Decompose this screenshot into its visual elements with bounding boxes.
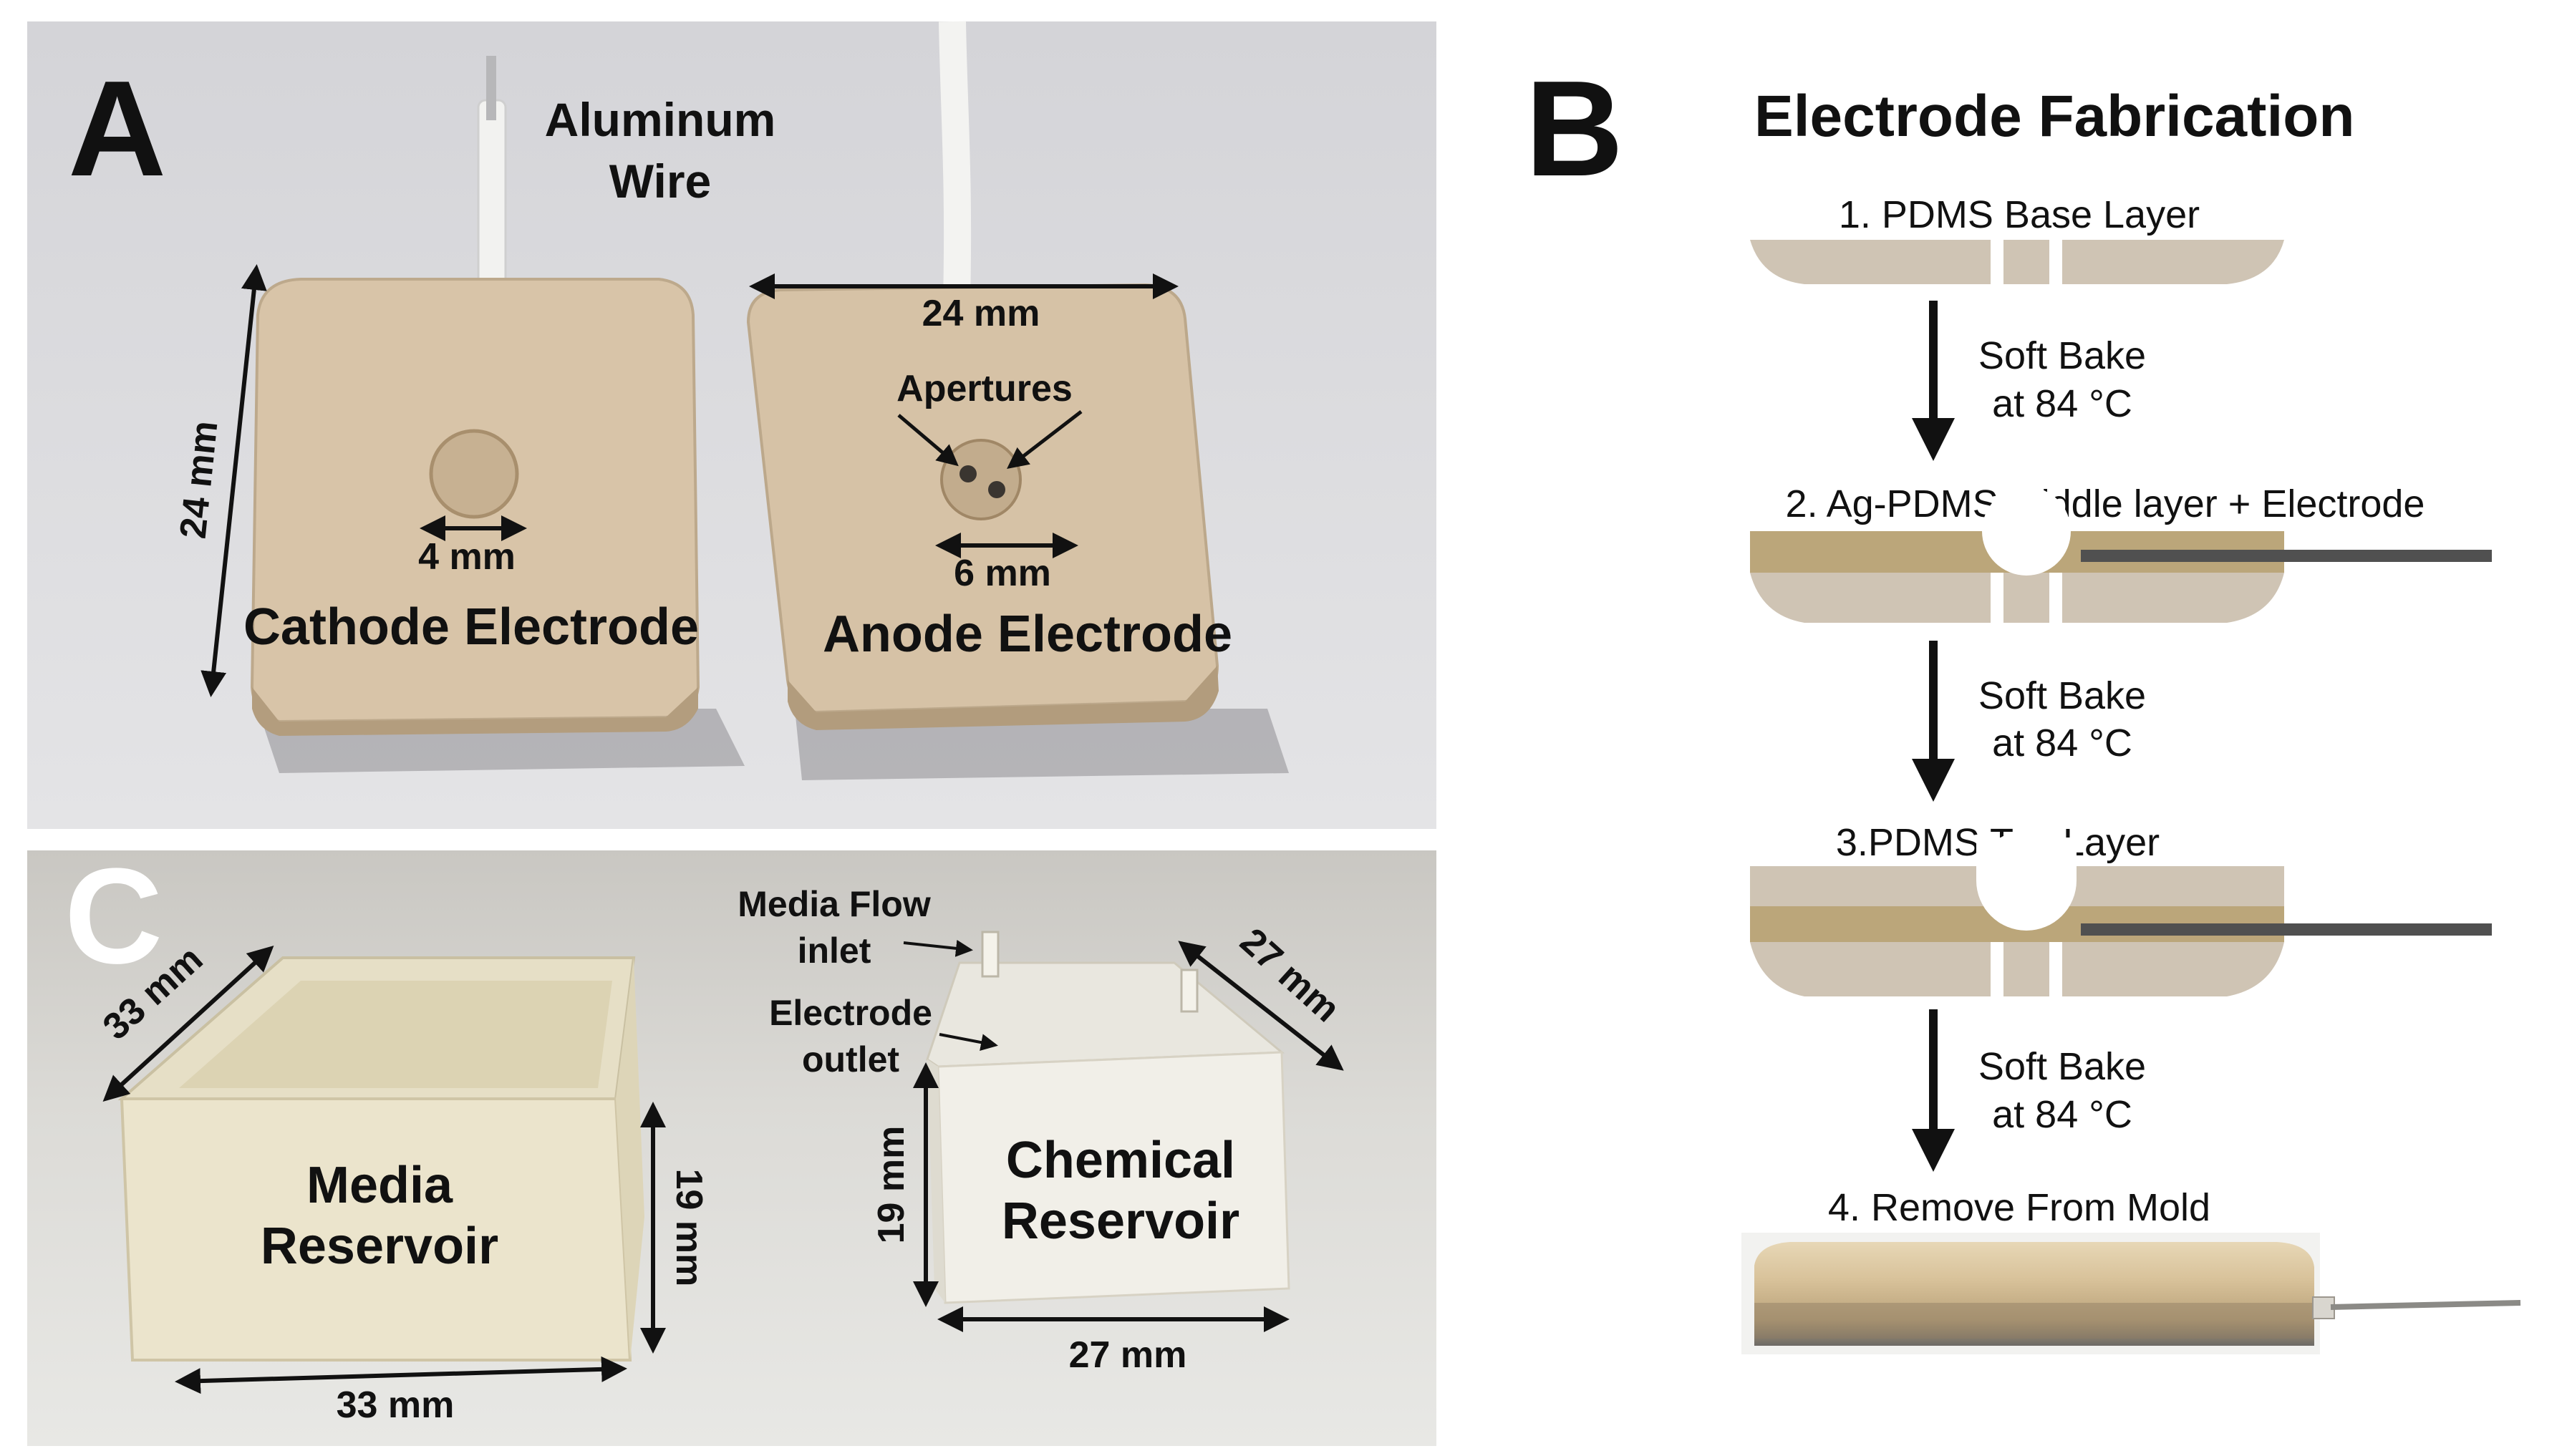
step4-label: 4. Remove From Mold bbox=[1828, 1186, 2210, 1229]
step2-electrode-wire bbox=[2081, 550, 2492, 562]
anode-aperture-dimple bbox=[940, 439, 1022, 520]
anode-electrode-label: Anode Electrode bbox=[823, 606, 1232, 663]
panel-b: B Electrode Fabrication 1. PDMS Base Lay… bbox=[1525, 53, 2521, 1354]
step1-label: 1. PDMS Base Layer bbox=[1839, 193, 2200, 236]
anode-aperture-label: 6 mm bbox=[954, 553, 1051, 594]
bake1-line2: at 84 °C bbox=[1992, 382, 2132, 425]
cathode-wire-insulation bbox=[477, 99, 507, 295]
anode-aperture-hole-1 bbox=[959, 465, 977, 482]
media-top-arrow bbox=[102, 945, 274, 1102]
chemical-reservoir-line2: Reservoir bbox=[1002, 1193, 1239, 1250]
inlet-label-line2: inlet bbox=[798, 931, 871, 971]
step3-electrode-wire bbox=[2081, 923, 2492, 936]
anode-electrode-side bbox=[788, 666, 1219, 730]
outlet-pointer bbox=[939, 1033, 998, 1052]
panel-a: A Aluminum Wire 24 mm 24 mm Apertures 4 … bbox=[27, 21, 1436, 829]
cathode-aperture-dimple bbox=[429, 429, 519, 519]
step3-top-layer bbox=[1750, 830, 2492, 996]
cathode-height-arrow bbox=[200, 264, 267, 697]
outlet-label-line2: outlet bbox=[802, 1039, 899, 1079]
chemical-top-arrow bbox=[1178, 941, 1344, 1071]
panel-a-letter: A bbox=[68, 53, 166, 205]
step4-photo bbox=[1741, 1233, 2521, 1354]
panel-c: C 33 mm 33 mm 19 mm Media Reservoir Medi… bbox=[27, 840, 1436, 1446]
step2-label: 2. Ag-PDMS Middle layer + Electrode bbox=[1786, 482, 2425, 525]
cathode-wire-metal bbox=[486, 56, 496, 120]
cathode-electrode-side bbox=[252, 687, 698, 736]
media-bottom-arrow bbox=[175, 1356, 627, 1394]
chemical-height-label: 19 mm bbox=[871, 1126, 912, 1244]
media-bottom-label: 33 mm bbox=[337, 1384, 455, 1426]
aluminum-wire-label-line2: Wire bbox=[609, 155, 711, 208]
aperture-arrow-right bbox=[1007, 410, 1083, 470]
electrode-outlet-tube bbox=[1180, 969, 1199, 1013]
bake3-line2: at 84 °C bbox=[1992, 1093, 2132, 1136]
step2-middle-layer bbox=[1750, 487, 2492, 623]
inlet-label-line1: Media Flow bbox=[738, 884, 931, 924]
outlet-label-line1: Electrode bbox=[769, 993, 932, 1033]
panel-c-letter: C bbox=[64, 840, 163, 992]
anode-aperture-hole-2 bbox=[988, 481, 1005, 498]
panel-b-title: Electrode Fabrication bbox=[1754, 84, 2354, 149]
aluminum-wire-label-line1: Aluminum bbox=[545, 93, 776, 146]
chemical-bottom-label: 27 mm bbox=[1069, 1334, 1187, 1376]
apertures-label: Apertures bbox=[896, 368, 1073, 409]
anode-wire bbox=[939, 21, 972, 301]
step1-base-layer bbox=[1750, 240, 2284, 284]
panel-b-letter: B bbox=[1525, 53, 1623, 205]
media-flow-inlet-tube bbox=[981, 931, 1000, 978]
media-reservoir-line1: Media bbox=[306, 1157, 453, 1214]
media-height-label: 19 mm bbox=[668, 1169, 710, 1287]
chemical-reservoir-line1: Chemical bbox=[1006, 1132, 1235, 1189]
bake3-line1: Soft Bake bbox=[1978, 1045, 2146, 1088]
bake1-line1: Soft Bake bbox=[1978, 334, 2146, 377]
bake2-line1: Soft Bake bbox=[1978, 674, 2146, 717]
bake2-line2: at 84 °C bbox=[1992, 722, 2132, 765]
cathode-electrode-label: Cathode Electrode bbox=[243, 598, 699, 656]
media-reservoir-line2: Reservoir bbox=[261, 1218, 498, 1275]
aperture-arrow-left bbox=[897, 414, 959, 467]
inlet-pointer bbox=[903, 939, 973, 957]
anode-width-label: 24 mm bbox=[922, 293, 1040, 334]
cathode-aperture-label: 4 mm bbox=[418, 536, 516, 578]
